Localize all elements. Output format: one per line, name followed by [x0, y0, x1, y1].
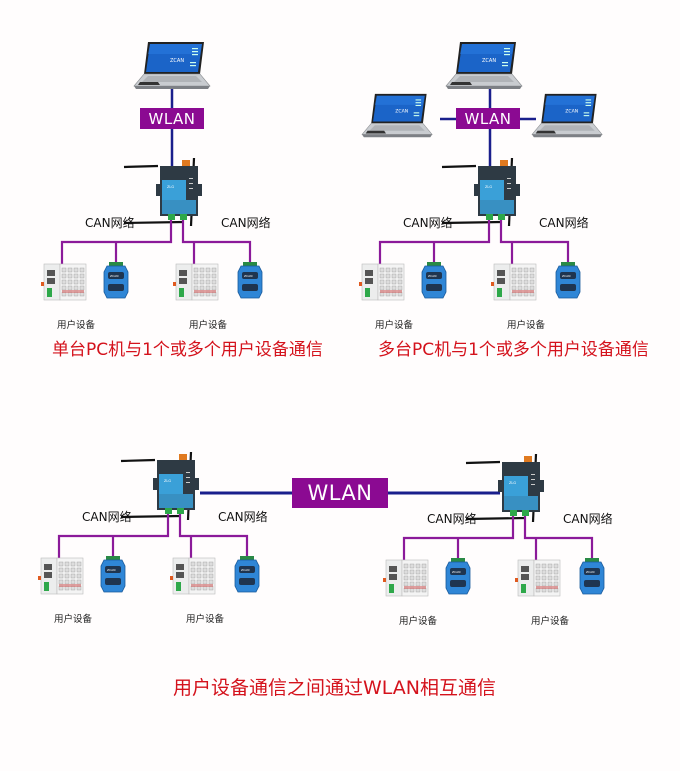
user-device-label: 用户设备 [399, 616, 438, 627]
plc-io-module-icon [173, 263, 219, 301]
plc-io-module-icon [515, 559, 561, 597]
svg-text:ZCAN: ZCAN [107, 568, 115, 572]
user-device-label: 用户设备 [54, 614, 93, 625]
user-device-label: 用户设备 [531, 616, 570, 627]
plc-io-module-icon [491, 263, 537, 301]
can-network-label: CAN网络 [427, 512, 477, 526]
wifi-can-gateway-icon: ZLG [123, 157, 202, 227]
svg-text:ZCAN: ZCAN [110, 274, 118, 278]
can-network-label: CAN网络 [82, 510, 132, 524]
svg-text:ZLG: ZLG [485, 185, 492, 189]
can-module-icon: ZCAN [103, 262, 129, 299]
user-device-label: 用户设备 [507, 320, 546, 331]
wlan-badge: WLAN [140, 108, 204, 129]
plc-io-module-icon [359, 263, 405, 301]
can-bus-line [178, 514, 249, 558]
svg-text:ZCAN: ZCAN [452, 570, 460, 574]
wifi-can-gateway-icon: ZLG [120, 451, 199, 521]
wlan-badge: WLAN [456, 108, 520, 129]
can-module-icon: ZCAN [100, 556, 126, 593]
can-module-icon: ZCAN [421, 262, 447, 299]
svg-text:ZCAN: ZCAN [586, 570, 594, 574]
svg-text:ZCAN: ZCAN [482, 58, 496, 64]
svg-text:ZCAN: ZCAN [428, 274, 436, 278]
svg-text:ZCAN: ZCAN [170, 58, 184, 64]
user-device-label: 用户设备 [186, 614, 225, 625]
can-module-icon: ZCAN [237, 262, 263, 299]
laptop-icon: ZCAN [133, 42, 211, 89]
wlan-badge: WLAN [292, 478, 388, 508]
svg-text:ZCAN: ZCAN [562, 274, 570, 278]
can-network-label: CAN网络 [218, 510, 268, 524]
svg-text:ZCAN: ZCAN [241, 568, 249, 572]
can-module-icon: ZCAN [555, 262, 581, 299]
wifi-can-gateway-icon: ZLG [441, 157, 520, 227]
plc-io-module-icon [38, 557, 84, 595]
can-network-label: CAN网络 [563, 512, 613, 526]
can-bus-line [523, 516, 594, 560]
plc-io-module-icon [170, 557, 216, 595]
user-device-label: 用户设备 [375, 320, 414, 331]
can-network-label: CAN网络 [85, 216, 135, 230]
plc-io-module-icon [383, 559, 429, 597]
svg-text:ZCAN: ZCAN [395, 108, 408, 114]
panel-caption: 单台PC机与1个或多个用户设备通信 [52, 340, 323, 360]
can-bus-line [499, 220, 570, 264]
svg-text:ZCAN: ZCAN [565, 108, 578, 114]
user-device-label: 用户设备 [57, 320, 96, 331]
can-module-icon: ZCAN [579, 558, 605, 595]
panel-caption: 多台PC机与1个或多个用户设备通信 [378, 340, 649, 360]
can-module-icon: ZCAN [445, 558, 471, 595]
can-network-label: CAN网络 [539, 216, 589, 230]
svg-text:ZLG: ZLG [509, 481, 516, 485]
user-device-label: 用户设备 [189, 320, 228, 331]
svg-text:ZCAN: ZCAN [244, 274, 252, 278]
can-network-label: CAN网络 [403, 216, 453, 230]
panel-caption: 用户设备通信之间通过WLAN相互通信 [173, 677, 497, 699]
svg-text:ZLG: ZLG [164, 479, 171, 483]
svg-text:ZLG: ZLG [167, 185, 174, 189]
wifi-can-gateway-icon: ZLG [465, 453, 544, 523]
can-module-icon: ZCAN [234, 556, 260, 593]
laptop-icon: ZCAN [361, 93, 433, 138]
laptop-icon: ZCAN [445, 42, 523, 89]
can-bus-line [181, 220, 252, 264]
can-network-label: CAN网络 [221, 216, 271, 230]
plc-io-module-icon [41, 263, 87, 301]
laptop-icon: ZCAN [531, 93, 603, 138]
